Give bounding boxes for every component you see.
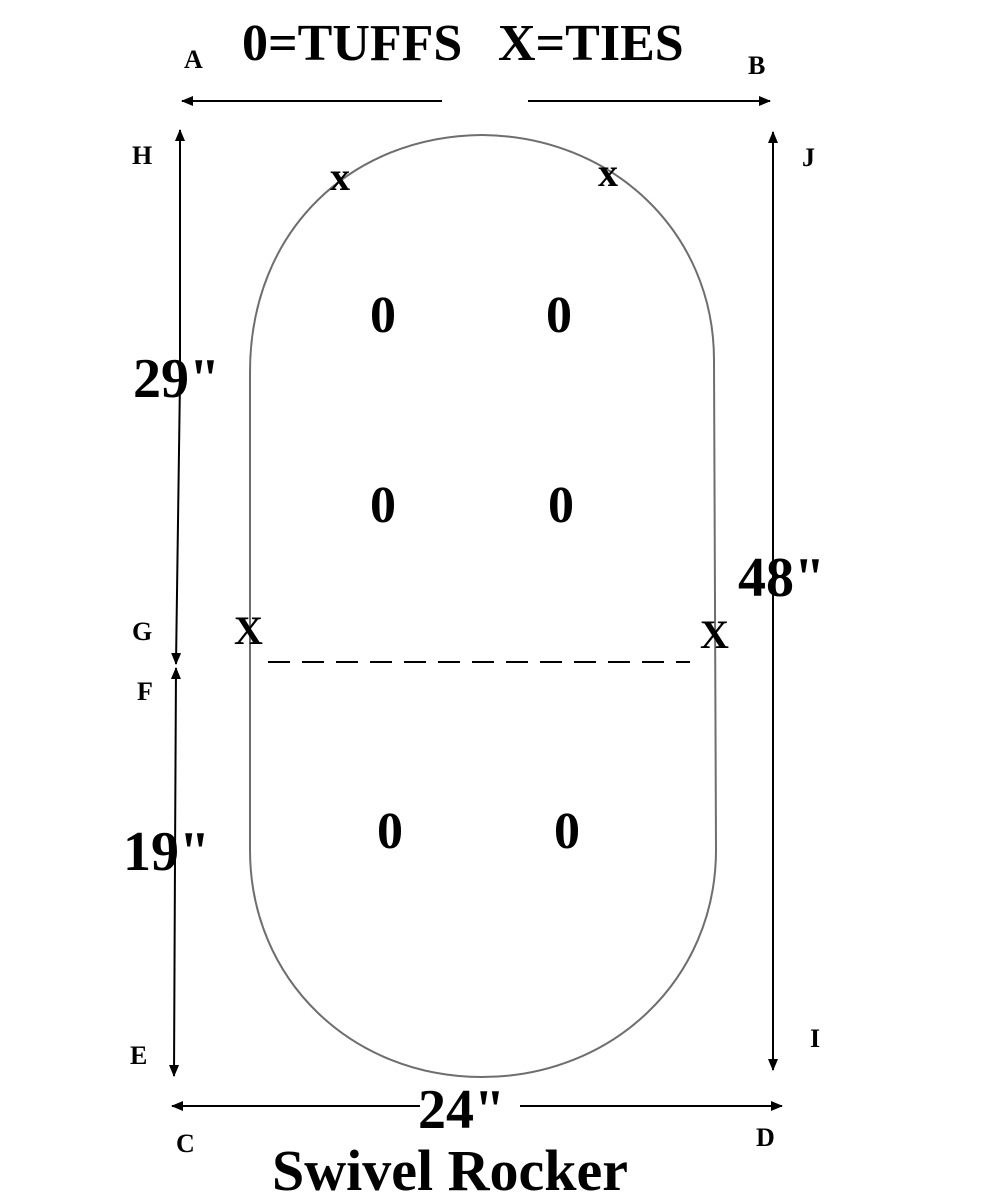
legend-tuffs: 0=TUFFS [242, 15, 462, 72]
arrow-upper-left-down [171, 379, 182, 665]
arrow-lower-left-up [170, 667, 181, 861]
point-label-f: F [137, 677, 153, 706]
diagram-caption: Swivel Rocker [272, 1138, 628, 1198]
tie-mark: x [598, 150, 618, 195]
point-label-i: I [810, 1024, 820, 1053]
point-label-j: J [802, 143, 815, 172]
point-label-b: B [748, 51, 765, 80]
tuff-mark: 0 [370, 287, 396, 344]
point-label-c: C [176, 1129, 195, 1158]
tuff-mark: 0 [548, 477, 574, 534]
arrow-lower-left-down [169, 859, 180, 1077]
dimension-total-height: 48" [738, 547, 825, 609]
dimension-width: 24" [418, 1079, 505, 1141]
legend-ties: X=TIES [498, 15, 684, 72]
tie-mark: x [330, 154, 350, 199]
tuff-mark: 0 [370, 477, 396, 534]
tuff-mark: 0 [554, 803, 580, 860]
point-label-d: D [756, 1123, 775, 1152]
cushion-outline [249, 133, 718, 1079]
point-label-h: H [132, 141, 152, 170]
point-label-a: A [184, 45, 203, 74]
tie-mark: X [234, 608, 263, 653]
dimension-lower-length: 19" [123, 821, 210, 883]
dimension-upper-length: 29" [133, 348, 220, 410]
point-label-e: E [130, 1041, 147, 1070]
tuff-mark: 0 [377, 803, 403, 860]
tuff-mark: 0 [546, 287, 572, 344]
tie-mark: X [700, 612, 729, 657]
point-label-g: G [132, 617, 152, 646]
